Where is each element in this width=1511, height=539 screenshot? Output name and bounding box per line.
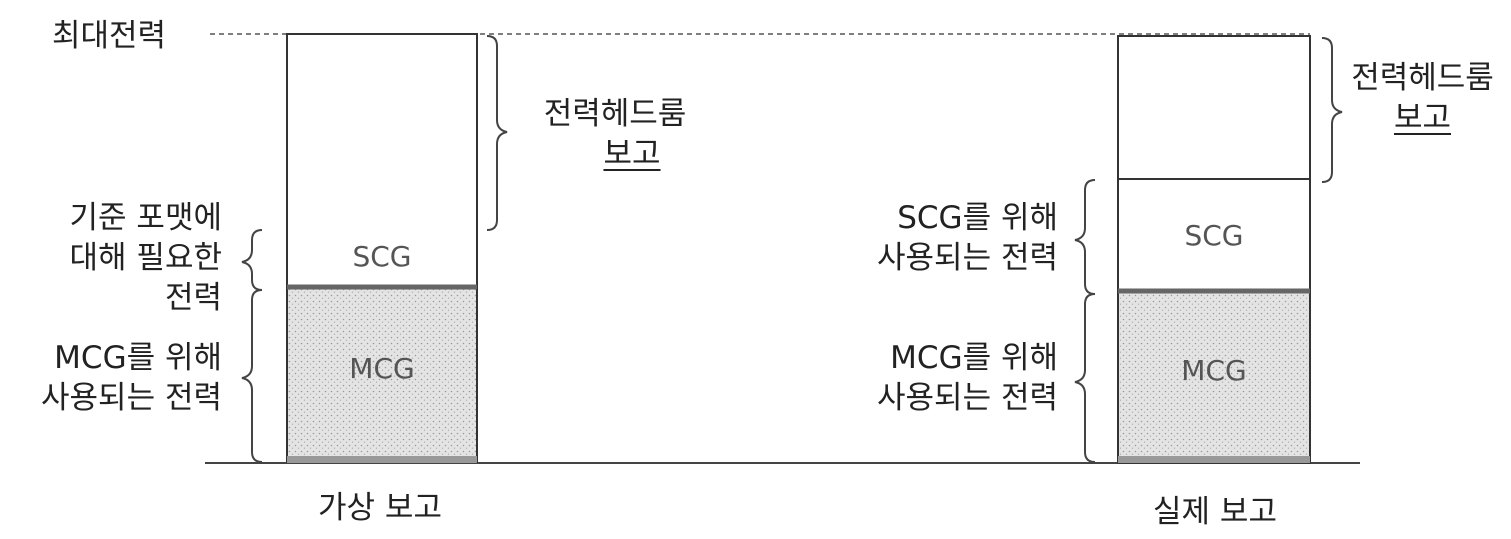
left-mcg-brace	[241, 289, 263, 463]
right-scg-segment	[1117, 178, 1311, 291]
left-bar: SCG MCG	[286, 33, 478, 463]
right-scg-label-line2: 사용되는 전력	[877, 240, 1058, 276]
right-scg-label-line1: SCG를 위해	[897, 200, 1058, 236]
left-mcg-label-line1: MCG를 위해	[54, 340, 222, 376]
left-headroom-label-line2-text: 보고	[603, 136, 661, 172]
left-headroom-brace	[486, 35, 508, 231]
right-headroom-segment	[1117, 35, 1311, 180]
left-scg-text: SCG	[352, 240, 411, 273]
right-mcg-brace	[1074, 293, 1096, 463]
left-reference-label-line3: 전력	[164, 280, 222, 316]
left-reference-label-line1: 기준 포맷에	[69, 200, 222, 236]
left-reference-brace	[241, 229, 263, 291]
right-scg-brace	[1074, 179, 1096, 295]
right-mcg-segment	[1117, 290, 1311, 464]
right-braces	[1074, 37, 1343, 463]
right-headroom-brace	[1321, 37, 1343, 183]
right-mcg-label-line2: 사용되는 전력	[877, 380, 1058, 416]
right-mcg-label: MCG를 위해 사용되는 전력	[830, 338, 1058, 418]
left-headroom-label-line2: 보고	[515, 134, 715, 174]
right-bar: SCG MCG	[1117, 35, 1311, 464]
left-bar-caption: 가상 보고	[318, 490, 442, 526]
right-headroom-label: 전력헤드룸 보고	[1340, 58, 1505, 138]
left-headroom-label-line1: 전력헤드룸	[543, 96, 687, 132]
left-headroom-segment	[286, 33, 478, 287]
left-braces	[241, 35, 508, 463]
right-bar-bottom	[1118, 456, 1310, 463]
left-mcg-text: MCG	[349, 352, 414, 385]
left-bar-bottom	[287, 456, 477, 463]
left-mcg-label-line2: 사용되는 전력	[41, 380, 222, 416]
left-reference-label: 기준 포맷에 대해 필요한 전력	[10, 198, 222, 318]
right-scg-label: SCG를 위해 사용되는 전력	[830, 198, 1058, 278]
right-headroom-label-line1: 전력헤드룸	[1351, 60, 1494, 96]
max-power-label: 최대전력	[52, 18, 167, 54]
right-headroom-label-line2-text: 보고	[1393, 100, 1452, 136]
right-mcg-text: MCG	[1181, 354, 1246, 387]
right-mcg-label-line1: MCG를 위해	[890, 340, 1058, 376]
left-reference-label-line2: 대해 필요한	[69, 240, 222, 276]
right-scg-text: SCG	[1184, 219, 1243, 252]
left-mcg-label: MCG를 위해 사용되는 전력	[0, 338, 222, 418]
right-headroom-label-line2: 보고	[1340, 98, 1505, 138]
left-headroom-label: 전력헤드룸 보고	[515, 94, 715, 174]
right-bar-caption: 실제 보고	[1153, 494, 1277, 530]
